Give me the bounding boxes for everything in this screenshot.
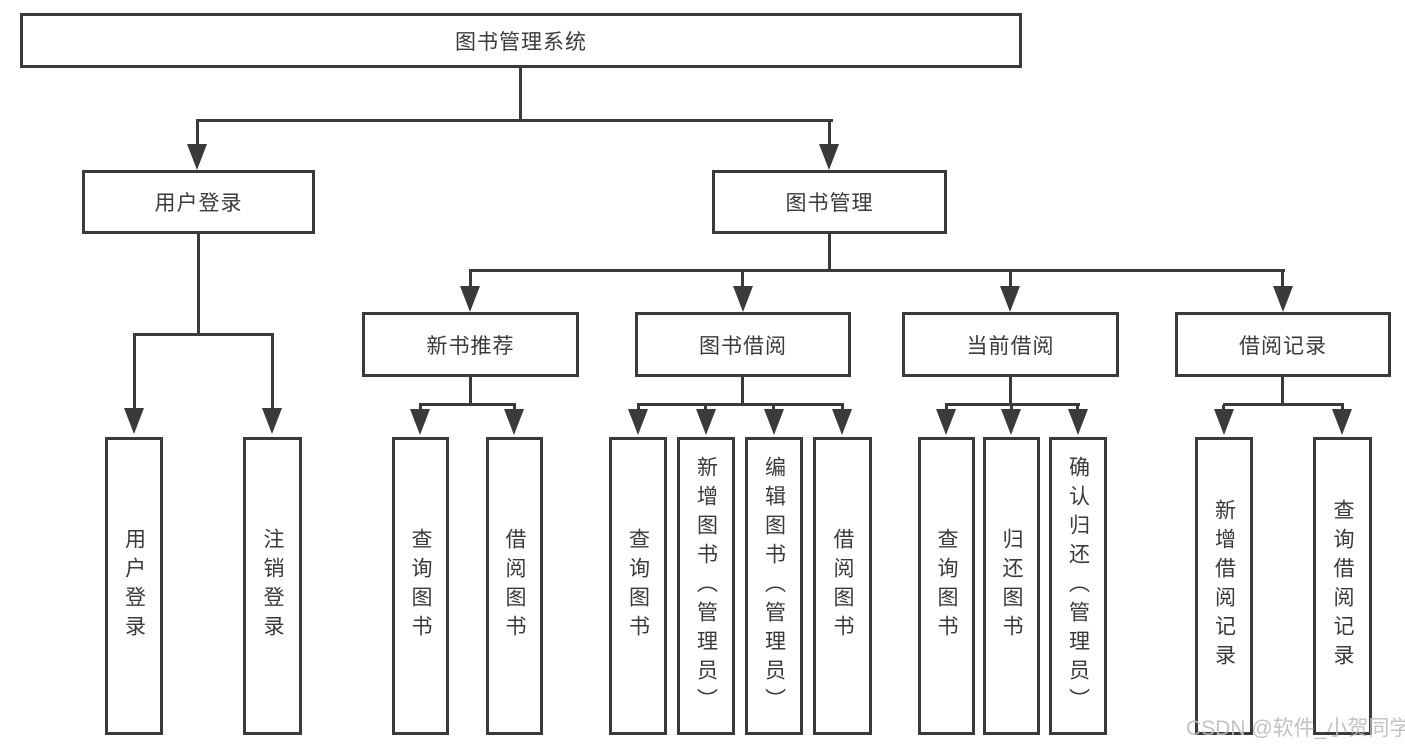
leaf-rec-query-record: 查询借阅记录 xyxy=(1313,437,1372,735)
arrow-down-icon xyxy=(1000,286,1020,312)
leaf-bb-add-books-admin: 新增图书（管理员） xyxy=(677,437,735,735)
connector-line xyxy=(828,121,831,146)
connector-line xyxy=(196,119,833,122)
leaf-bb-borrow-books: 借阅图书 xyxy=(813,437,872,735)
arrow-down-icon xyxy=(696,409,716,435)
arrow-down-icon xyxy=(764,409,784,435)
connector-line xyxy=(469,269,1285,272)
connector-line xyxy=(1009,376,1012,406)
node-current-borrow: 当前借阅 xyxy=(902,312,1119,377)
connector-line xyxy=(741,376,744,406)
arrow-down-icon xyxy=(504,409,524,435)
leaf-label: 借阅图书 xyxy=(503,528,526,644)
node-label: 图书管理 xyxy=(785,192,874,215)
leaf-label: 查询图书 xyxy=(409,528,432,644)
connector-line xyxy=(196,121,199,146)
node-book-management: 图书管理 xyxy=(712,170,947,234)
node-label: 新书推荐 xyxy=(426,334,515,358)
arrow-down-icon xyxy=(733,286,753,312)
connector-line xyxy=(741,271,744,288)
leaf-logout: 注销登录 xyxy=(243,437,302,735)
connector-line xyxy=(772,405,775,411)
leaf-label: 查询图书 xyxy=(935,528,958,644)
connector-line xyxy=(271,335,274,410)
arrow-down-icon xyxy=(1332,409,1352,435)
arrow-down-icon xyxy=(460,286,480,312)
connector-line xyxy=(419,405,422,411)
connector-line xyxy=(1076,405,1079,411)
leaf-label: 用户登录 xyxy=(122,528,146,644)
node-book-borrow: 图书借阅 xyxy=(635,312,851,377)
connector-line xyxy=(1222,405,1225,411)
connector-line xyxy=(637,403,844,406)
connector-line xyxy=(519,67,522,122)
connector-line xyxy=(1341,405,1344,411)
connector-line xyxy=(1010,405,1013,411)
node-label: 借阅记录 xyxy=(1239,334,1327,358)
connector-line xyxy=(828,233,831,272)
arrow-down-icon xyxy=(1068,409,1088,435)
leaf-label: 注销登录 xyxy=(261,528,284,644)
connector-line xyxy=(133,335,136,410)
leaf-label: 查询借阅记录 xyxy=(1331,499,1354,673)
node-borrow-records: 借阅记录 xyxy=(1175,312,1391,377)
leaf-nb-borrow-books: 借阅图书 xyxy=(486,437,543,735)
node-label: 用户登录 xyxy=(154,192,243,215)
connector-line xyxy=(945,405,948,411)
leaf-label: 查询图书 xyxy=(626,528,650,644)
connector-line xyxy=(1009,271,1012,288)
arrow-down-icon xyxy=(1001,409,1021,435)
leaf-bb-query-books: 查询图书 xyxy=(609,437,667,735)
arrow-down-icon xyxy=(936,409,956,435)
leaf-label: 新增借阅记录 xyxy=(1212,499,1236,673)
csdn-watermark: CSDN @软件_小贺同学 xyxy=(1186,717,1405,740)
leaf-bb-edit-books-admin: 编辑图书（管理员） xyxy=(745,437,803,735)
arrow-down-icon xyxy=(124,408,144,434)
arrow-down-icon xyxy=(819,144,839,170)
connector-line xyxy=(1281,376,1284,406)
node-user-login: 用户登录 xyxy=(82,170,315,234)
arrow-down-icon xyxy=(410,409,430,435)
connector-line xyxy=(469,271,472,288)
leaf-rec-add-record: 新增借阅记录 xyxy=(1195,437,1253,735)
leaf-label: 新增图书（管理员） xyxy=(694,455,718,717)
leaf-label: 借阅图书 xyxy=(831,528,854,644)
node-label: 图书管理系统 xyxy=(455,30,587,54)
node-label: 当前借阅 xyxy=(966,334,1055,358)
leaf-label: 确认归还（管理员） xyxy=(1066,455,1090,717)
connector-line xyxy=(419,403,516,406)
connector-line xyxy=(1281,271,1284,288)
node-label: 图书借阅 xyxy=(699,334,787,358)
connector-line xyxy=(469,376,472,406)
connector-line xyxy=(1223,403,1344,406)
node-new-book-recommend: 新书推荐 xyxy=(362,312,579,377)
leaf-nb-query-books: 查询图书 xyxy=(392,437,449,735)
leaf-cb-query-books: 查询图书 xyxy=(918,437,975,735)
connector-line xyxy=(513,405,516,411)
connector-line xyxy=(704,405,707,411)
leaf-user-login: 用户登录 xyxy=(105,437,163,735)
arrow-down-icon xyxy=(262,408,282,434)
connector-line xyxy=(637,405,640,411)
arrow-down-icon xyxy=(1273,286,1293,312)
leaf-cb-return-books: 归还图书 xyxy=(983,437,1040,735)
arrow-down-icon xyxy=(187,144,207,170)
leaf-label: 归还图书 xyxy=(1000,528,1023,644)
connector-line xyxy=(133,333,274,336)
node-library-system: 图书管理系统 xyxy=(20,13,1022,68)
arrow-down-icon xyxy=(832,409,852,435)
arrow-down-icon xyxy=(1214,409,1234,435)
arrow-down-icon xyxy=(628,409,648,435)
leaf-cb-confirm-return-admin: 确认归还（管理员） xyxy=(1049,437,1107,735)
leaf-label: 编辑图书（管理员） xyxy=(762,455,786,717)
connector-line xyxy=(945,403,1080,406)
connector-line xyxy=(197,233,200,336)
connector-line xyxy=(841,405,844,411)
